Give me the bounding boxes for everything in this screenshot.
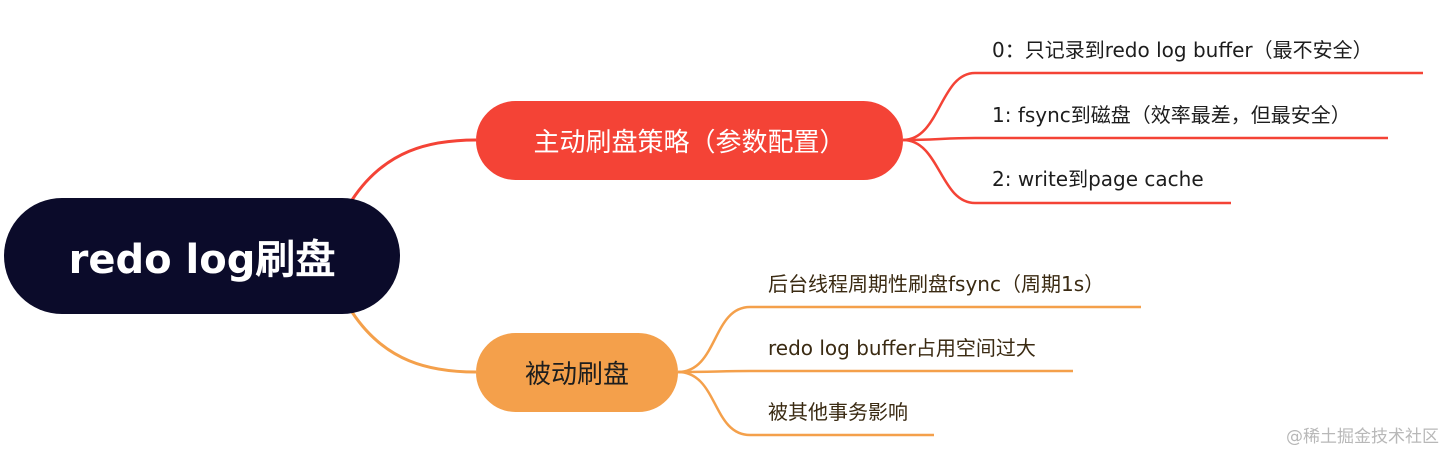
watermark: @稀土掘金技术社区 [1286, 427, 1439, 447]
connector-active-leaf-2 [902, 138, 1231, 205]
root-node: redo log刷盘 [4, 198, 400, 314]
leaf-active-2: 2: write到page cache [992, 167, 1204, 191]
leaf-passive-2: 被其他事务影响 [768, 400, 908, 424]
branch-passive-flush: 被动刷盘 [476, 333, 678, 412]
connector-root-to-active [350, 138, 477, 201]
root-label: redo log刷盘 [68, 237, 336, 283]
connector-root-to-passive [350, 311, 477, 374]
leaf-passive-1: redo log buffer占用空间过大 [768, 336, 1036, 360]
connector-passive-leaf-0 [677, 305, 1141, 374]
connector-active-leaf-1 [902, 136, 1388, 142]
branch-active-flush: 主动刷盘策略（参数配置） [476, 101, 903, 180]
connector-passive-leaf-1 [677, 369, 1073, 374]
leaf-active-0: 0：只记录到redo log buffer（最不安全） [992, 38, 1373, 62]
branch-active-label: 主动刷盘策略（参数配置） [533, 128, 846, 158]
leaf-active-1: 1: fsync到磁盘（效率最差，但最安全） [992, 103, 1351, 127]
connector-passive-leaf-2 [677, 370, 934, 437]
branch-passive-label: 被动刷盘 [524, 360, 629, 390]
connector-active-leaf-0 [902, 71, 1423, 142]
leaf-passive-0: 后台线程周期性刷盘fsync（周期1s） [768, 272, 1105, 296]
